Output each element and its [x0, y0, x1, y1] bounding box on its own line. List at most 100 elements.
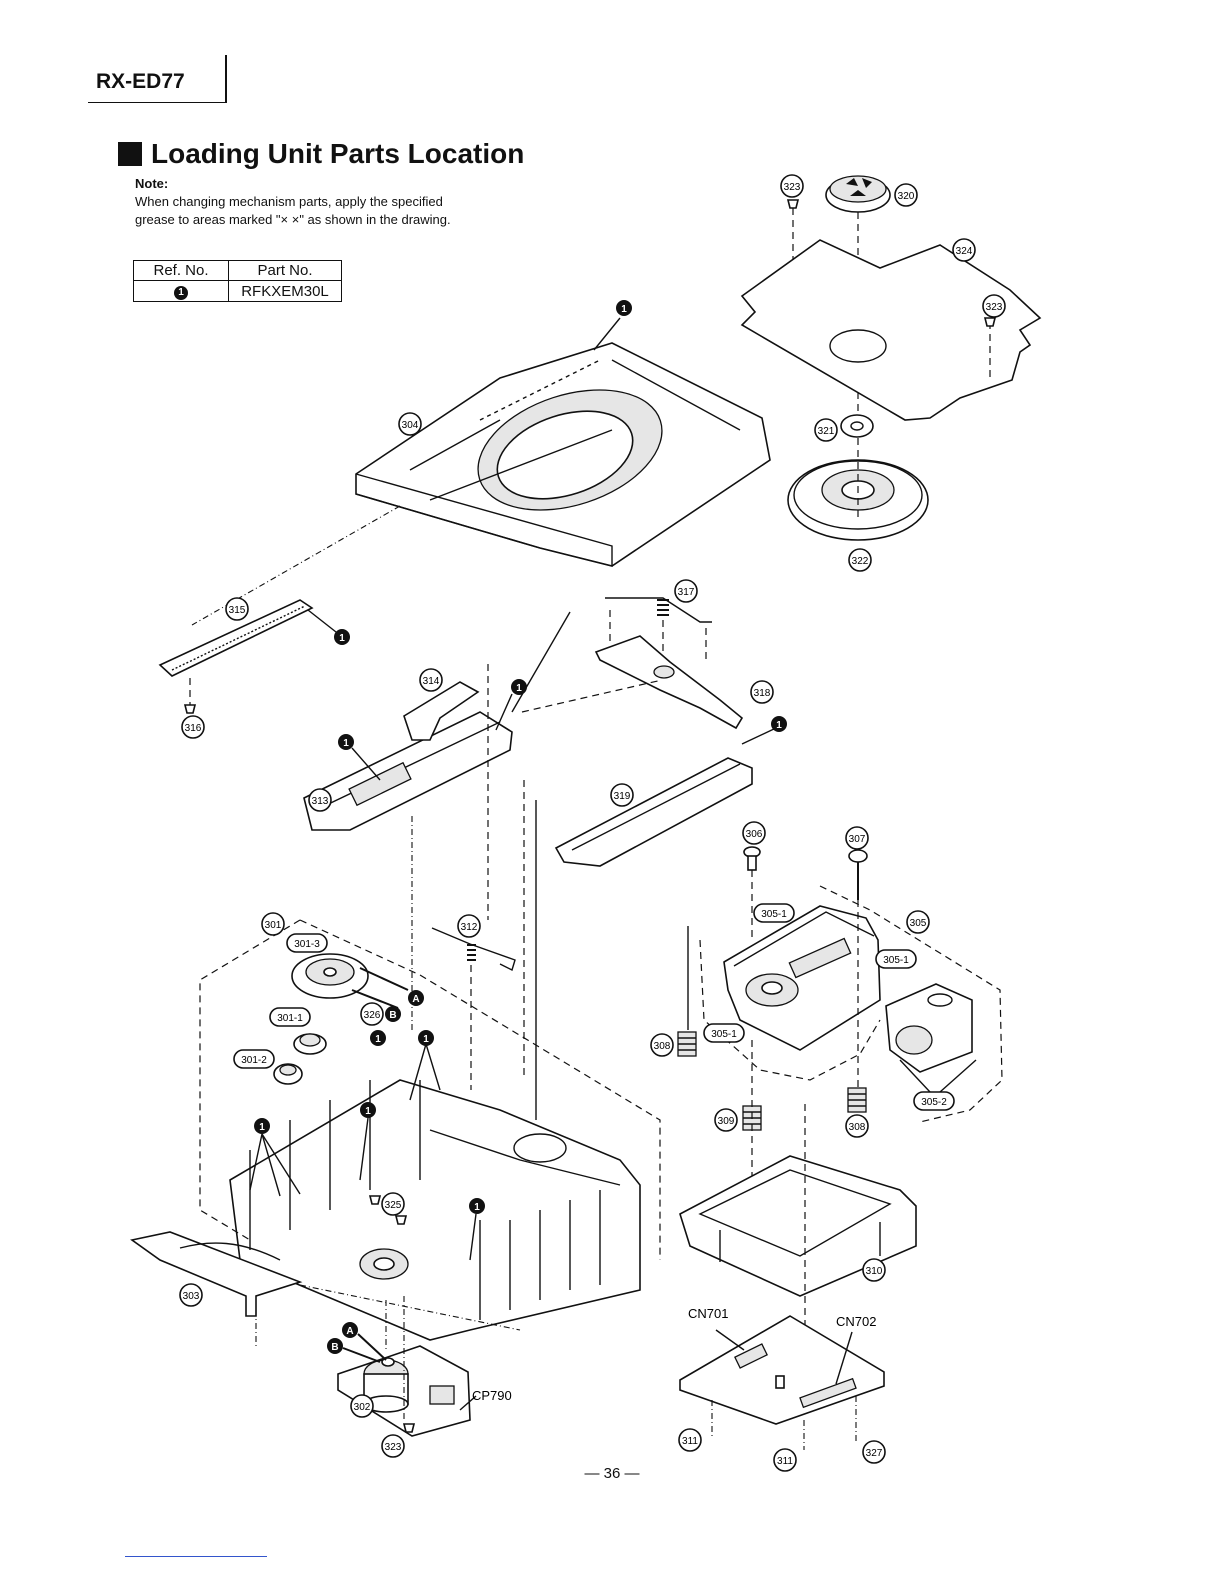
svg-text:307: 307 [849, 834, 866, 845]
connector-cn701-label: CN701 [688, 1306, 728, 1321]
section-heading: Loading Unit Parts Location [118, 138, 524, 170]
spring-312-part [431, 927, 516, 1090]
grease-marker-icon: 1 [511, 679, 527, 695]
footer-rule [125, 1556, 267, 1557]
connector-cn702-label: CN702 [836, 1314, 876, 1329]
svg-text:324: 324 [956, 246, 973, 257]
svg-text:311: 311 [682, 1436, 698, 1447]
callout-317: 317 [674, 579, 698, 603]
svg-text:1: 1 [474, 1202, 480, 1213]
svg-text:308: 308 [849, 1122, 866, 1133]
arm-314-part [403, 681, 480, 741]
callout-304: 304 [398, 412, 422, 436]
screw-325-part [368, 1195, 382, 1205]
ab-markers: A B A B [327, 990, 424, 1363]
svg-text:319: 319 [614, 791, 631, 802]
slider-313-part [303, 711, 513, 831]
svg-text:309: 309 [718, 1116, 735, 1127]
callout-319: 319 [610, 783, 634, 807]
callout-301-3: 301-3 [286, 933, 328, 953]
motor-302-part [337, 1296, 471, 1437]
svg-text:1: 1 [365, 1106, 371, 1117]
callout-318: 318 [750, 680, 774, 704]
callout-326: 326 [360, 1002, 384, 1026]
callout-327: 327 [862, 1440, 886, 1464]
page-number: — 36 — [584, 1465, 640, 1482]
svg-text:1: 1 [423, 1034, 429, 1045]
traverse-unit-305-part [723, 905, 881, 1051]
callout-305-1-bottom: 305-1 [703, 1023, 745, 1043]
grease-marker-icon: 1 [174, 286, 188, 300]
spring-308-left-part [677, 1031, 697, 1057]
callout-308-left: 308 [650, 1033, 674, 1057]
marker-b-icon: B [385, 1006, 401, 1022]
svg-text:301-3: 301-3 [294, 939, 320, 950]
frame-310-part [679, 1155, 917, 1297]
svg-text:326: 326 [364, 1010, 381, 1021]
svg-text:305-1: 305-1 [761, 909, 787, 920]
svg-text:317: 317 [678, 587, 695, 598]
svg-text:327: 327 [866, 1448, 883, 1459]
grease-marker-icon: 1 [616, 300, 632, 316]
pcb-board-part [679, 1315, 885, 1425]
svg-text:315: 315 [229, 605, 246, 616]
svg-text:B: B [331, 1342, 338, 1353]
section-title: Loading Unit Parts Location [151, 138, 525, 169]
callout-305-2: 305-2 [913, 1091, 955, 1111]
svg-text:322: 322 [852, 556, 869, 567]
callout-310: 310 [862, 1258, 886, 1282]
svg-text:1: 1 [375, 1034, 381, 1045]
grease-marker-icon: 1 [469, 1198, 485, 1214]
callout-325: 325 [381, 1192, 405, 1216]
grease-marker-icon: 1 [771, 716, 787, 732]
svg-text:B: B [389, 1010, 396, 1021]
callout-301: 301 [261, 912, 285, 936]
callout-321: 321 [814, 418, 838, 442]
rack-gear-part [158, 599, 337, 714]
table-row: 1 RFKXEM30L [133, 280, 342, 302]
svg-text:306: 306 [746, 829, 763, 840]
svg-text:1: 1 [259, 1122, 265, 1133]
callout-305-1-top: 305-1 [753, 903, 795, 923]
svg-text:301-2: 301-2 [241, 1055, 267, 1066]
svg-text:323: 323 [986, 302, 1003, 313]
clamper-disc-part [787, 438, 929, 541]
callout-311-right: 311 [773, 1448, 797, 1472]
callout-309: 309 [714, 1108, 738, 1132]
svg-text:305: 305 [910, 918, 927, 929]
callout-315: 315 [225, 597, 249, 621]
grease-marker-icon: 1 [254, 1118, 270, 1134]
callout-324: 324 [952, 238, 976, 262]
grease-markers: 1 1 1 1 1 1 1 1 1 1 [254, 300, 787, 1214]
svg-text:304: 304 [402, 420, 419, 431]
svg-text:311: 311 [777, 1456, 793, 1467]
callout-305-1-right: 305-1 [875, 949, 917, 969]
screw-323-top [786, 199, 800, 262]
callout-322: 322 [848, 548, 872, 572]
svg-text:305-1: 305-1 [883, 955, 909, 966]
svg-text:1: 1 [621, 304, 627, 315]
svg-text:310: 310 [866, 1266, 883, 1277]
callout-323-bottom: 323 [381, 1434, 405, 1458]
table-cell-ref: 1 [133, 280, 229, 302]
svg-text:302: 302 [354, 1402, 371, 1413]
callout-320: 320 [894, 183, 918, 207]
callout-323-right: 323 [982, 294, 1006, 318]
svg-text:308: 308 [654, 1041, 671, 1052]
svg-text:303: 303 [183, 1291, 200, 1302]
grease-marker-icon: 1 [360, 1102, 376, 1118]
svg-text:301: 301 [265, 920, 282, 931]
column-header-part: Part No. [228, 260, 342, 281]
marker-a-icon: A [408, 990, 424, 1006]
base-chassis-part [229, 1079, 641, 1341]
svg-text:305-1: 305-1 [711, 1029, 737, 1040]
svg-text:A: A [346, 1326, 353, 1337]
callout-308-right: 308 [845, 1114, 869, 1138]
marker-b-icon: B [327, 1338, 343, 1354]
guide-319-part [554, 757, 753, 867]
svg-text:1: 1 [776, 720, 782, 731]
svg-text:323: 323 [784, 182, 801, 193]
note-label: Note: [135, 176, 169, 191]
callout-305: 305 [906, 910, 930, 934]
